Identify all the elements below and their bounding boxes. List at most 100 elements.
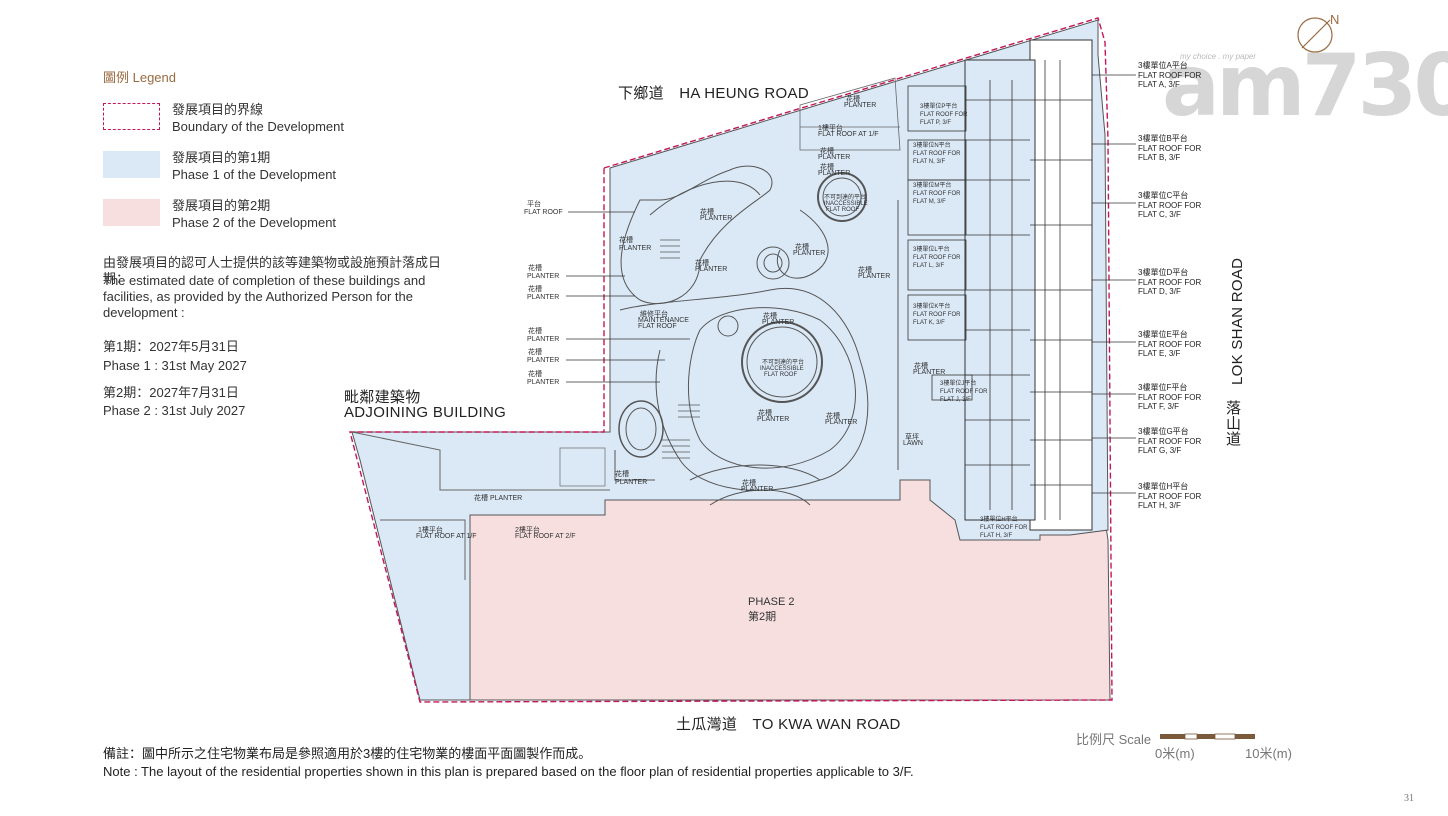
label-inaccessible-en2: FLAT ROOF [764,372,798,378]
label-planter-bilingual: 花槽 PLANTER [474,495,523,502]
label-planter-zh: 花槽 [742,480,756,487]
legend-phase2-en: Phase 2 of the Development [172,215,337,230]
label-planter-en: PLANTER [762,319,795,326]
scale-label: 比例尺 Scale [1076,732,1152,747]
legend-phase2-zh: 發展項目的第2期 [172,198,271,213]
adjoining-zh: 毗鄰建築物 [344,389,421,406]
legend-boundary-zh: 發展項目的界線 [172,102,264,117]
label-maintenance-zh: 維修平台 [640,311,668,318]
phase2-date-en: Phase 2 : 31st July 2027 [103,403,246,418]
note-en: Note : The layout of the residential pro… [103,764,914,779]
label-maintenance-en1: MAINTENANCE [638,317,689,324]
label-planter-zh: 花槽 [528,286,542,293]
label-planter-zh: 花槽 [758,410,772,417]
label-planter-en: PLANTER [913,369,946,376]
legend-title: 圖例 Legend [103,70,176,85]
phase1-swatch [103,151,160,178]
adjoining-en: ADJOINING BUILDING [344,404,507,421]
scale-ten: 10米(m) [1245,746,1292,761]
brand-tagline: my choice . my paper [1180,52,1257,61]
label-flat-roof-2f-zh: 2樓平台 [515,527,540,534]
label-flat-roof-1f-en: FLAT ROOF AT 1/F [416,533,477,540]
label-planter-zh: 花槽 [528,371,542,378]
development-boundary [349,17,1113,703]
phase1-date-zh: 第1期：2027年5月31日 [103,339,239,354]
north-label: N [1330,12,1340,27]
page-number: 31 [1404,793,1414,804]
label-planter-en: PLANTER [700,215,733,222]
completion-en: The estimated date of completion of thes… [103,273,426,320]
label-planter-zh: 花槽 [858,267,872,274]
label-planter-en: PLANTER [695,266,728,273]
label-flat-roof-1f-en: FLAT ROOF AT 1/F [818,131,879,138]
label-flat-roof-2f-en: FLAT ROOF AT 2/F [515,533,576,540]
label-planter-zh: 花槽 [695,260,709,267]
label-inaccessible-en1: INACCESSIBLE [824,201,868,207]
label-flat-roof-zh: 平台 [527,201,541,208]
note-zh: 備註：圖中所示之住宅物業布局是參照適用於3樓的住宅物業的樓面平面圖製作而成。 [103,746,592,761]
label-planter-zh: 花槽 [528,265,542,272]
phase2-date-zh: 第2期：2027年7月31日 [103,385,239,400]
road-to-kwa-wan: 土瓜灣道 TO KWA WAN ROAD [676,716,901,733]
label-lawn-zh: 草坪 [905,434,919,441]
label-lawn-en: LAWN [903,440,923,447]
label-planter-zh: 花槽 [763,313,777,320]
phase1-area [351,19,1109,701]
label-planter-en: PLANTER [844,102,877,109]
label-inaccessible-zh: 不可到達的平台 [824,195,867,201]
label-planter-zh: 花槽 [820,164,834,171]
phase2-label-zh: 第2期 [748,611,777,623]
completion-zh: 由發展項目的認可人士提供的該等建築物或設施預計落成日期： [103,255,442,286]
label-planter-zh: 花槽 [846,96,860,103]
label-planter-zh: 花槽 [528,328,542,335]
label-planter-en: PLANTER [527,336,560,343]
label-flat-roof-1f-zh: 1樓平台 [818,125,843,132]
label-planter-en: PLANTER [757,416,790,423]
label-flat-roof-en: FLAT ROOF [524,209,563,216]
road-ha-heung: 下鄉道 HA HEUNG ROAD [618,85,809,102]
label-planter-zh: 花槽 [914,363,928,370]
label-planter-zh: 花槽 [528,349,542,356]
road-lok-shan-en: LOK SHAN ROAD [1229,257,1246,385]
legend-boundary-en: Boundary of the Development [172,119,344,134]
label-planter-zh: 花槽 [619,237,633,244]
label-planter-en: PLANTER [527,294,560,301]
label-planter-en: PLANTER [619,245,652,252]
phase2-label-en: PHASE 2 [748,596,795,608]
label-planter-zh: 花槽 [795,244,809,251]
label-planter-en: PLANTER [818,170,851,177]
legend-phase1-zh: 發展項目的第1期 [172,150,271,165]
label-inaccessible-zh: 不可到達的平台 [762,360,805,366]
phase2-swatch [103,199,160,226]
label-planter-en: PLANTER [741,486,774,493]
label-inaccessible-en2: FLAT ROOF [826,207,860,213]
label-maintenance-en2: FLAT ROOF [638,323,677,330]
label-planter-zh: 花槽 [700,209,714,216]
brand-watermark: am730 [1162,36,1448,136]
label-planter-en: PLANTER [527,379,560,386]
label-planter-zh: 花槽 [820,148,834,155]
label-planter-en: PLANTER [793,250,826,257]
boundary-swatch [103,103,160,130]
label-inaccessible-en1: INACCESSIBLE [760,366,804,372]
legend-phase1-en: Phase 1 of the Development [172,167,337,182]
label-planter-en: PLANTER [825,419,858,426]
label-planter-zh: 花槽 [826,413,840,420]
label-planter-en: PLANTER [527,273,560,280]
label-planter-en: PLANTER [527,357,560,364]
scale-zero: 0米(m) [1155,746,1195,761]
